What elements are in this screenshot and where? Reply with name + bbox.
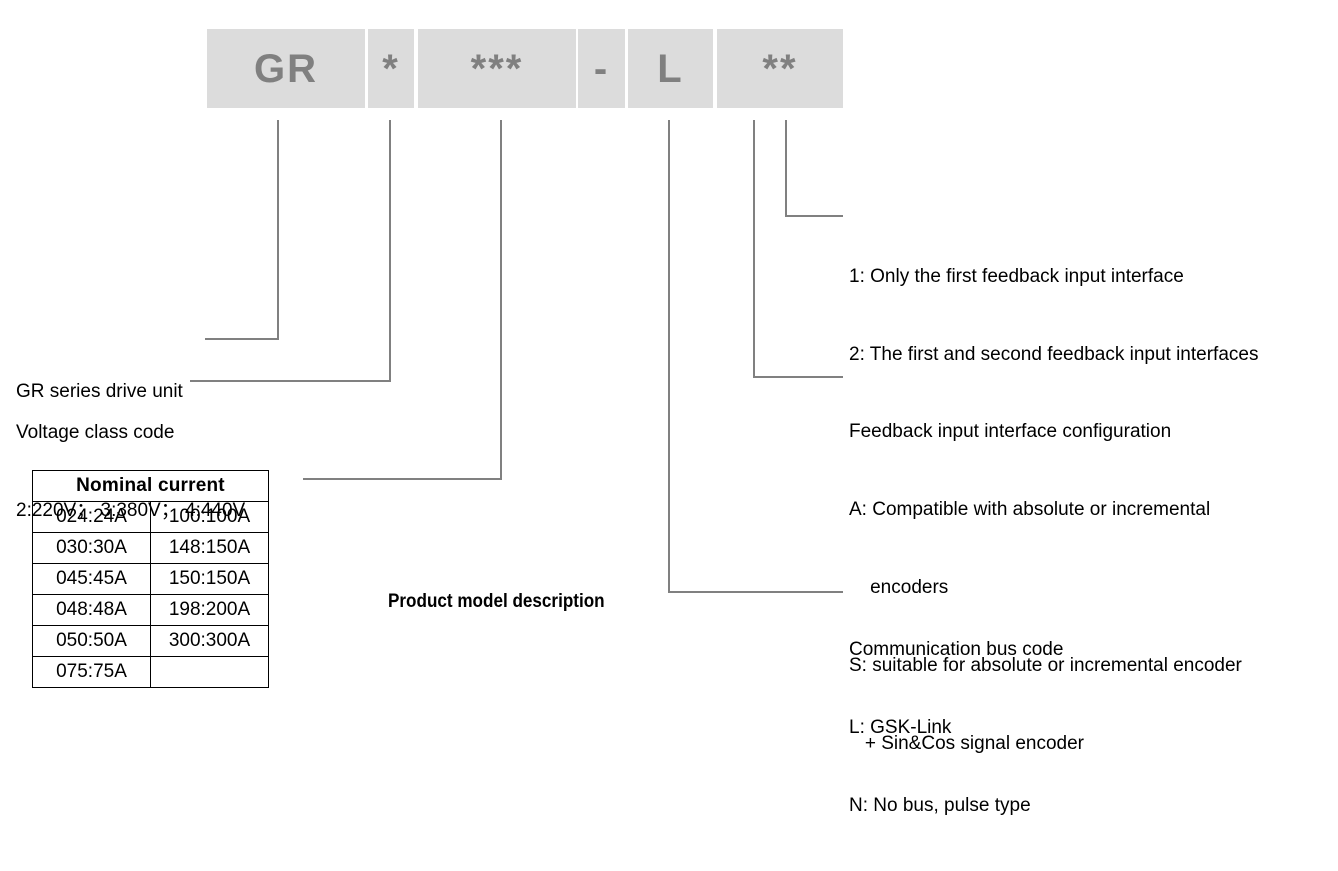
label-feedback-count-line1: 1: Only the first feedback input interfa… bbox=[849, 266, 1184, 287]
label-feedback-cfg-line1: Feedback input interface configuration bbox=[849, 421, 1172, 442]
label-bus-line2: L: GSK-Link bbox=[849, 717, 952, 738]
table-title: Nominal current bbox=[32, 470, 269, 502]
label-feedback-configuration: Feedback input interface configuration A… bbox=[849, 367, 1242, 809]
table-cell-current-left: 048:48A bbox=[32, 594, 151, 626]
label-bus-line3: N: No bus, pulse type bbox=[849, 795, 1031, 816]
table-cell-current-left: 050:50A bbox=[32, 625, 151, 657]
leader-series bbox=[205, 120, 279, 340]
table-cell-current-right: 148:150A bbox=[150, 532, 269, 564]
table-cell-current-left: 075:75A bbox=[32, 656, 151, 688]
leader-bus bbox=[668, 120, 843, 593]
label-series-line1: GR series drive unit bbox=[16, 381, 183, 402]
leader-feedback-config bbox=[753, 120, 843, 378]
label-series-drive-unit: GR series drive unit bbox=[16, 327, 183, 457]
leader-current bbox=[303, 120, 502, 480]
model-segment-voltage-class[interactable]: * bbox=[368, 29, 414, 108]
leader-voltage bbox=[190, 120, 391, 382]
table-row: 075:75A bbox=[32, 656, 269, 688]
table-header-row: Nominal current bbox=[32, 470, 269, 502]
label-feedback-count-line2: 2: The first and second feedback input i… bbox=[849, 344, 1259, 365]
label-feedback-cfg-line3: encoders bbox=[849, 577, 949, 598]
label-feedback-cfg-line2: A: Compatible with absolute or increment… bbox=[849, 499, 1211, 520]
label-communication-bus: Communication bus code L: GSK-Link N: No… bbox=[849, 585, 1063, 871]
leader-feedback-count bbox=[785, 120, 843, 217]
table-cell-current-left: 045:45A bbox=[32, 563, 151, 595]
diagram-caption: Product model description bbox=[388, 591, 605, 612]
table-cell-current-right: 198:200A bbox=[150, 594, 269, 626]
model-segment-separator: - bbox=[578, 29, 625, 108]
model-segment-nominal-current[interactable]: *** bbox=[418, 29, 576, 108]
model-segment-feedback-interface[interactable]: ** bbox=[717, 29, 843, 108]
model-segment-series[interactable]: GR bbox=[207, 29, 365, 108]
table-cell-current-right: 150:150A bbox=[150, 563, 269, 595]
label-voltage-line1: Voltage class code bbox=[16, 422, 175, 443]
label-feedback-cfg-line4: S: suitable for absolute or incremental … bbox=[849, 655, 1242, 676]
table-cell-current-left: 024:24A bbox=[32, 501, 151, 533]
model-segment-communication-bus[interactable]: L bbox=[628, 29, 713, 108]
label-feedback-cfg-line5: + Sin&Cos signal encoder bbox=[849, 733, 1084, 754]
label-bus-line1: Communication bus code bbox=[849, 639, 1064, 660]
label-feedback-count: 1: Only the first feedback input interfa… bbox=[849, 212, 1258, 420]
product-model-diagram: GR * *** - L ** GR series drive unit Vol… bbox=[16, 29, 1258, 816]
table-cell-current-left: 030:30A bbox=[32, 532, 151, 564]
table-cell-current-right bbox=[150, 656, 269, 688]
table-cell-current-right: 300:300A bbox=[150, 625, 269, 657]
table-cell-current-right: 100:100A bbox=[150, 501, 269, 533]
